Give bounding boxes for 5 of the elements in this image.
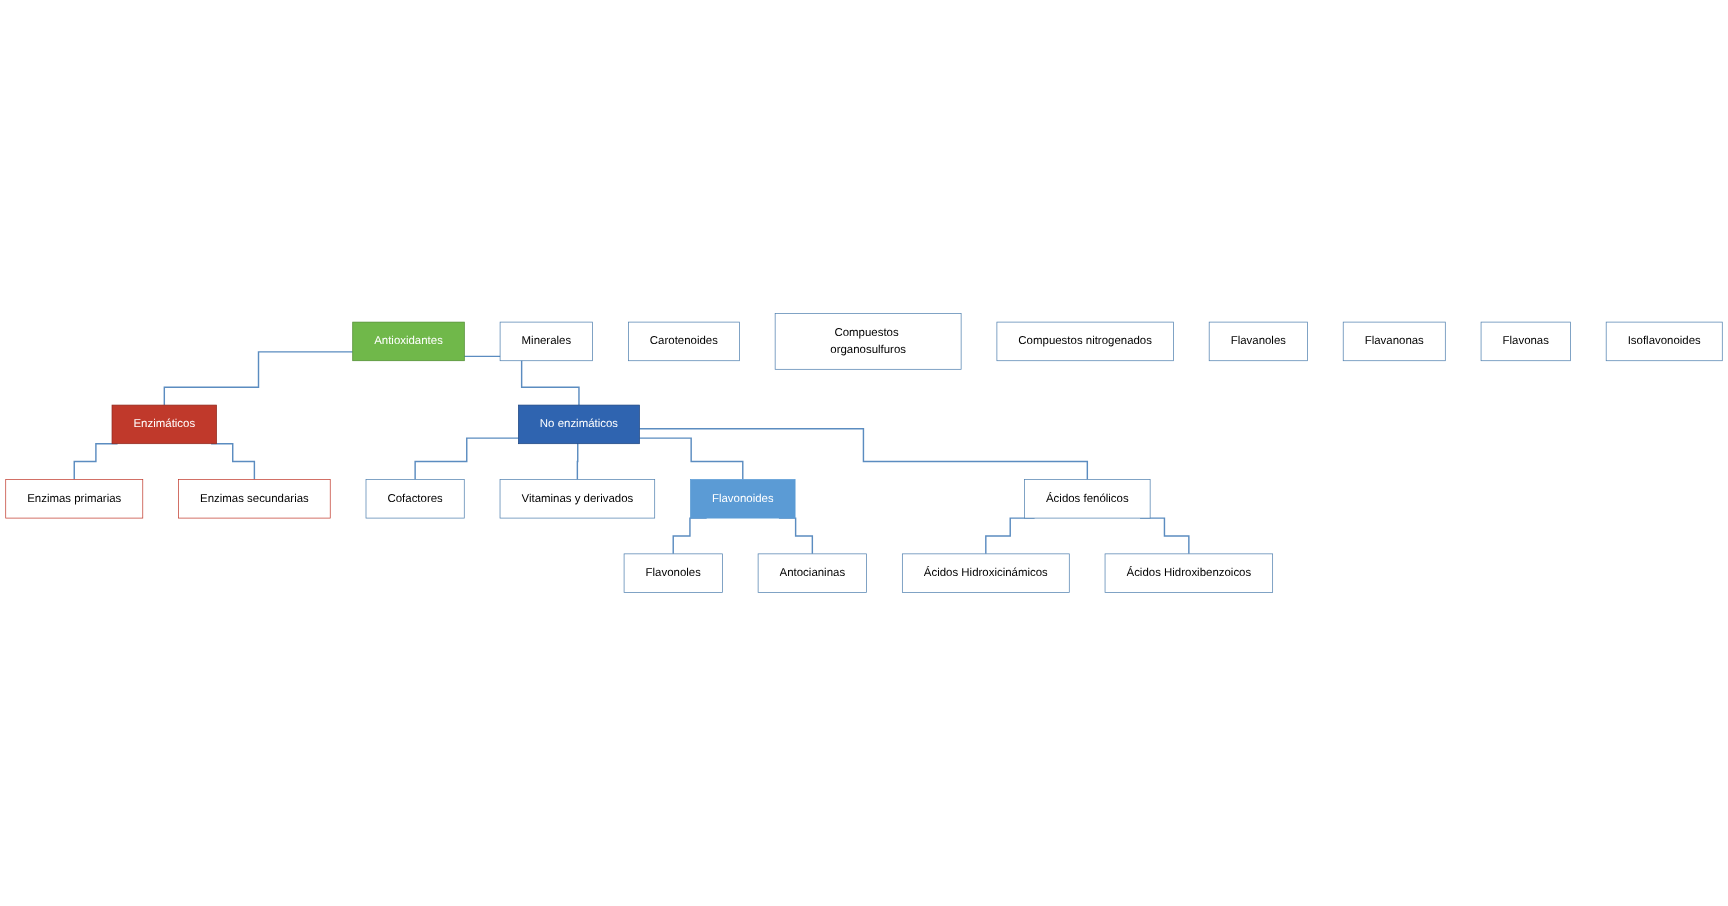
connector	[638, 437, 744, 481]
connector	[414, 437, 520, 481]
connector	[576, 443, 579, 481]
connector	[163, 351, 354, 406]
connector	[638, 428, 1089, 481]
